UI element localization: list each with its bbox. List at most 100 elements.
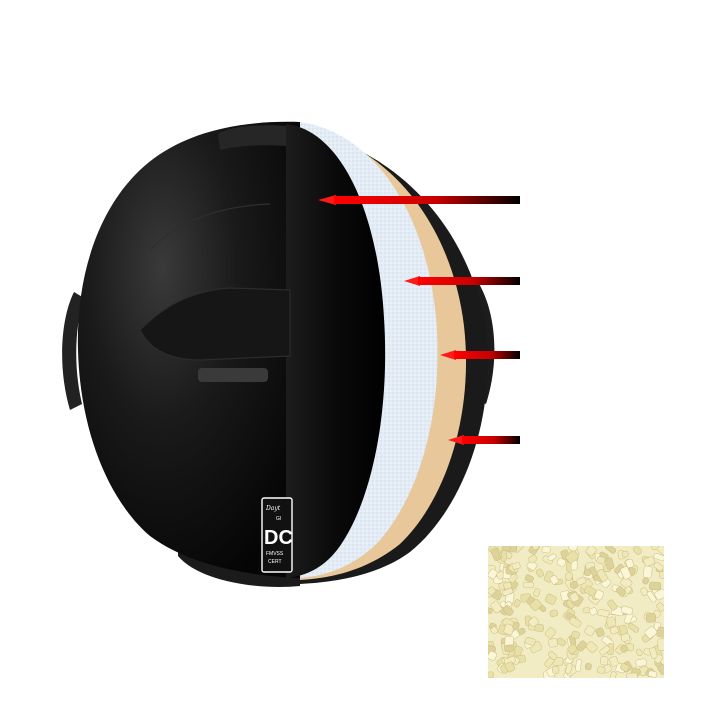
pellet [502, 605, 514, 617]
pellet [488, 568, 498, 580]
pellet [488, 606, 493, 614]
pellet [531, 546, 539, 551]
pellet [618, 624, 628, 635]
pellet [576, 640, 588, 652]
pellet [609, 656, 619, 667]
pellet [620, 644, 629, 653]
layer-pointer-inner-padding [448, 435, 520, 445]
pellet [596, 556, 606, 565]
pellet [552, 665, 560, 674]
pellet [488, 650, 497, 661]
helmet-shell-cross-section [286, 124, 386, 578]
pellet [584, 625, 596, 637]
pellet [585, 546, 597, 557]
pellet [584, 663, 592, 671]
pellet [490, 548, 502, 561]
dot-certification-decal: Dayt Gl DC FMVSS CERT [261, 497, 293, 573]
pellet [656, 626, 664, 638]
pellet [524, 574, 534, 583]
pellet [500, 550, 507, 562]
pellet [565, 663, 573, 674]
pellet [605, 546, 617, 554]
helmet-rear-exhaust-vent [198, 368, 268, 382]
pellet [657, 638, 664, 651]
pellet [549, 609, 559, 618]
pellet [548, 638, 558, 648]
pellet [513, 599, 521, 608]
pellet [653, 552, 664, 562]
pellet [596, 569, 608, 582]
pellet [575, 659, 582, 672]
pellet [596, 666, 606, 675]
pellet [643, 556, 656, 567]
pellet [490, 600, 503, 614]
layer-pointer-comfort-liner [440, 350, 520, 360]
pellet [564, 572, 573, 581]
helmet-spoiler-line [149, 203, 271, 251]
pellet [627, 622, 640, 633]
pellet [488, 586, 496, 596]
layer-pointer-outer-shell [318, 195, 520, 205]
pellet [600, 656, 609, 666]
pellet [650, 546, 660, 550]
pellet [646, 591, 657, 603]
pellet [626, 672, 638, 678]
pellet [632, 546, 643, 555]
pellet [620, 566, 632, 580]
pellet [567, 546, 578, 552]
pellet [490, 626, 499, 635]
pellet [512, 621, 520, 630]
pellet [585, 641, 598, 654]
svg-text:Dayt: Dayt [265, 505, 281, 512]
pellet [657, 546, 664, 556]
pellet [565, 550, 579, 564]
pellet [597, 609, 610, 617]
pellet [544, 627, 556, 639]
pellet [654, 588, 664, 601]
pellet [502, 587, 514, 596]
layer-pointer-eps-liner [404, 276, 520, 286]
pellet [528, 616, 539, 628]
helmet-rear-spoiler [139, 287, 291, 361]
pellet [653, 562, 664, 572]
pellet [504, 644, 515, 652]
pellet [547, 651, 558, 661]
pellet [595, 627, 605, 638]
pellet [529, 598, 542, 611]
pellet [625, 558, 634, 569]
pellet [556, 637, 566, 647]
pellet [644, 626, 658, 639]
pellet [609, 671, 617, 678]
pellet [589, 607, 598, 616]
pellet [569, 592, 580, 603]
pellet [645, 613, 657, 623]
pellet [522, 582, 535, 589]
pellet [541, 546, 551, 554]
pellet [599, 645, 611, 656]
pellet [511, 562, 521, 570]
pellet [640, 587, 649, 596]
pellet [503, 623, 515, 636]
pellet [615, 586, 627, 597]
pellet [528, 554, 538, 564]
pellet [533, 588, 541, 597]
pellet [656, 602, 664, 612]
pellet [535, 568, 545, 578]
pellet [576, 577, 587, 586]
pellet [571, 630, 580, 639]
pellet [621, 550, 629, 558]
abs-pellets-inset-photo [488, 546, 664, 678]
pellet [659, 571, 664, 579]
pellet [526, 560, 538, 571]
pellet [649, 647, 658, 659]
svg-text:Gl: Gl [276, 516, 281, 522]
pellet [488, 671, 494, 678]
pellet [549, 575, 559, 585]
pellet [568, 616, 582, 628]
pellet [544, 593, 557, 605]
svg-text:DC: DC [264, 527, 293, 549]
pellet [567, 644, 578, 655]
pellet [556, 557, 567, 567]
svg-text:FMVSS: FMVSS [266, 551, 284, 557]
